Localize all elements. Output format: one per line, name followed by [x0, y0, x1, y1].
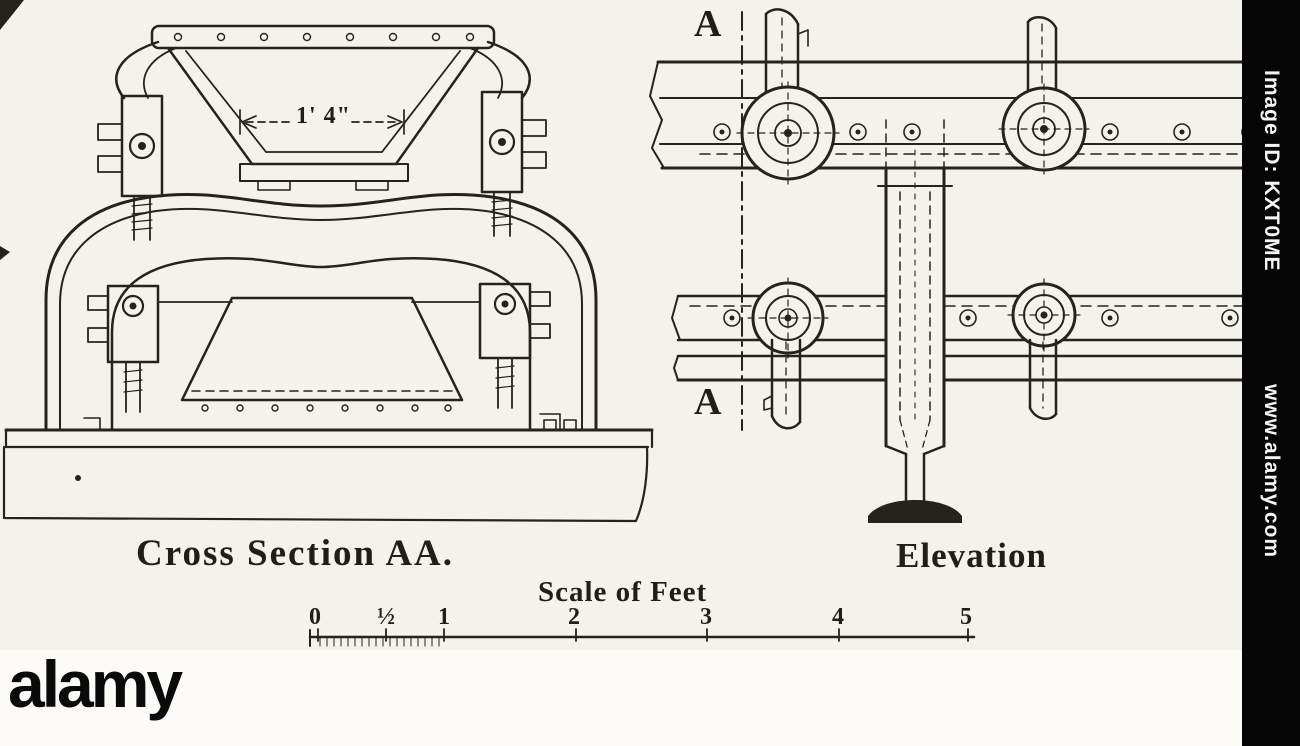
cross-section-view [2, 24, 654, 523]
scale-tick-label-5: 5 [960, 604, 972, 630]
middle-rollers [747, 277, 1081, 359]
section-letter-bottom: A [694, 381, 722, 423]
scale-tick-label-3: 3 [700, 604, 712, 630]
alamy-sidebar: Image ID: KXT0ME www.alamy.com [1242, 0, 1300, 746]
inner-trough [157, 296, 481, 412]
scan-edge-marks [0, 0, 24, 260]
scale-bar [308, 628, 976, 647]
central-column [877, 119, 953, 456]
elevation-view [649, 8, 1300, 523]
top-rollers [736, 81, 1090, 185]
alamy-url-text: www.alamy.com [1260, 383, 1283, 558]
top-hangers [764, 8, 1058, 94]
caption-elevation: Elevation [896, 536, 1047, 575]
base-timber [2, 419, 654, 523]
lower-hangers [763, 338, 1058, 430]
dimension-arrows [239, 109, 405, 135]
scale-tick-label-1: 1 [438, 604, 450, 630]
bottom-margin [0, 650, 1242, 746]
left-bearing-assembly [97, 40, 177, 241]
scale-tick-label-half: ½ [377, 604, 395, 630]
scale-tick-label-4: 4 [832, 604, 844, 630]
right-bearing-assembly [469, 40, 547, 237]
rail [868, 452, 962, 523]
dimension-label: 1' 4" [296, 103, 351, 129]
right-roller-mount [478, 282, 561, 431]
section-letter-top: A [694, 3, 722, 45]
image-id-text: Image ID: KXT0ME [1260, 70, 1283, 272]
scale-title: Scale of Feet [538, 576, 708, 608]
frame-arch [44, 192, 598, 432]
scale-tick-label-0: 0 [309, 604, 321, 630]
caption-cross-section: Cross Section AA. [136, 533, 455, 574]
left-roller-mount [83, 284, 160, 431]
scale-tick-label-2: 2 [568, 604, 580, 630]
alamy-logo: alamy [8, 647, 183, 721]
hopper [150, 24, 496, 191]
